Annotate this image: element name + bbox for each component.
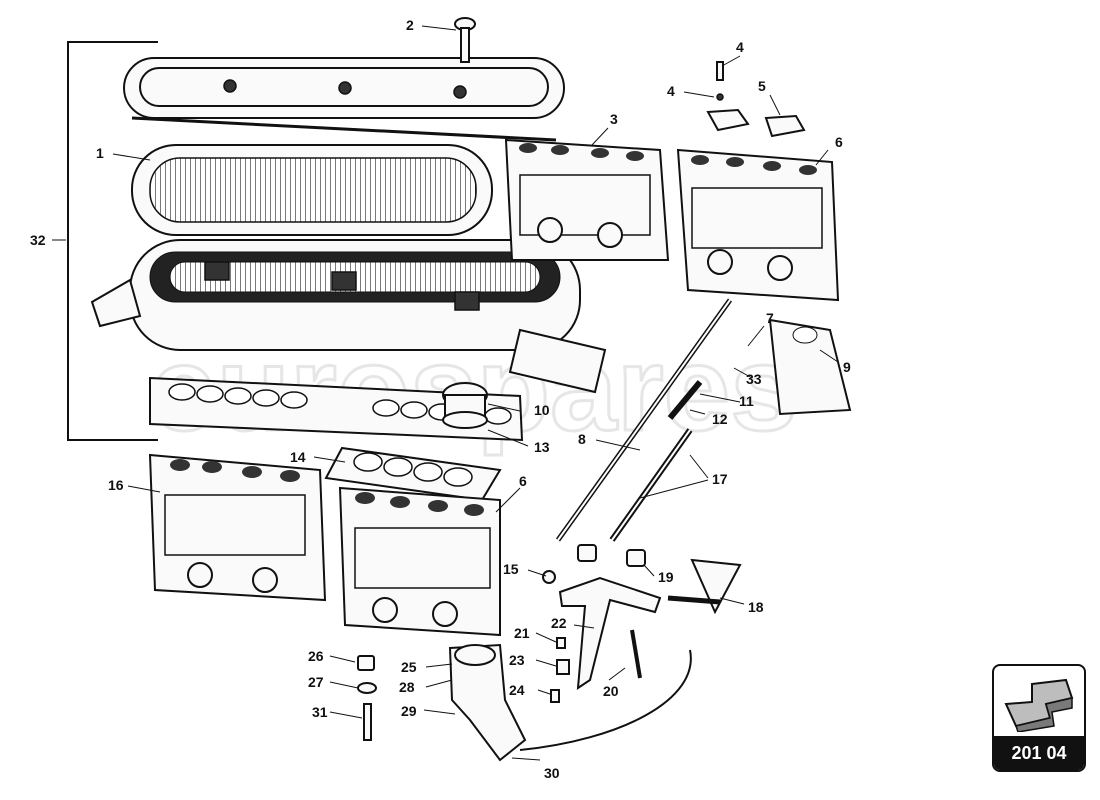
callout-2: 2 (406, 17, 414, 33)
fittings-21-24 (550, 637, 570, 703)
wing-nut (454, 17, 476, 63)
callout-30: 30 (544, 765, 560, 781)
callout-11: 11 (739, 393, 754, 409)
callout-8: 8 (578, 431, 586, 447)
flange-9 (768, 318, 852, 416)
callout-4a: 4 (736, 39, 744, 55)
elbow-29 (448, 643, 527, 762)
linkage-rod-8 (555, 298, 733, 542)
rod-11 (667, 380, 703, 420)
callout-6b: 6 (519, 473, 527, 489)
callout-3: 3 (610, 111, 618, 127)
callout-5: 5 (758, 78, 766, 94)
callout-6a: 6 (835, 134, 843, 150)
lever-18 (667, 558, 742, 615)
base-plate (149, 376, 524, 442)
callout-26: 26 (308, 648, 324, 664)
callout-16: 16 (108, 477, 124, 493)
nav-badge[interactable]: 201 04 (992, 664, 1086, 772)
callout-10: 10 (534, 402, 550, 418)
air-filter-lid (123, 57, 565, 142)
callout-22: 22 (551, 615, 567, 631)
callout-1: 1 (96, 145, 104, 161)
callout-12: 12 (712, 411, 728, 427)
callout-20: 20 (603, 683, 619, 699)
carburettor-16 (148, 453, 327, 602)
intake-adapter (442, 382, 488, 429)
callout-32: 32 (30, 232, 46, 248)
arrow-left-down-icon (1004, 678, 1074, 732)
callout-9: 9 (843, 359, 851, 375)
carburettor-3 (504, 138, 670, 261)
bushes (542, 544, 646, 584)
manifold-gasket (324, 446, 502, 502)
cover-5 (706, 108, 806, 138)
callout-15: 15 (503, 561, 519, 577)
callout-18: 18 (748, 599, 764, 615)
page-code: 201 04 (994, 736, 1084, 770)
callout-7: 7 (766, 310, 774, 326)
callout-31: 31 (312, 704, 328, 720)
callout-17: 17 (712, 471, 728, 487)
rod-17 (609, 428, 693, 542)
callout-14: 14 (290, 449, 306, 465)
carburettor-6-lower (338, 486, 501, 637)
callout-23: 23 (509, 652, 525, 668)
nuts-26-31 (357, 655, 377, 741)
filter-element (131, 144, 493, 236)
carburettor-6-upper (676, 148, 840, 302)
callout-25: 25 (401, 659, 417, 675)
callout-19: 19 (658, 569, 674, 585)
bracket-32 (67, 41, 158, 441)
screw-4 (716, 61, 724, 101)
callout-4b: 4 (667, 83, 675, 99)
callout-labels: 2 1 32 3 4 4 5 6 7 9 33 11 12 8 10 13 14… (30, 17, 851, 781)
callout-29: 29 (401, 703, 417, 719)
callout-24: 24 (509, 682, 525, 698)
callout-33: 33 (746, 371, 762, 387)
filter-housing (90, 239, 607, 394)
leader-lines (52, 25, 839, 761)
bracket-22 (558, 576, 662, 690)
callout-13: 13 (534, 439, 550, 455)
callout-27: 27 (308, 674, 324, 690)
callout-28: 28 (399, 679, 415, 695)
cable-20 (519, 629, 692, 751)
callout-21: 21 (514, 625, 530, 641)
